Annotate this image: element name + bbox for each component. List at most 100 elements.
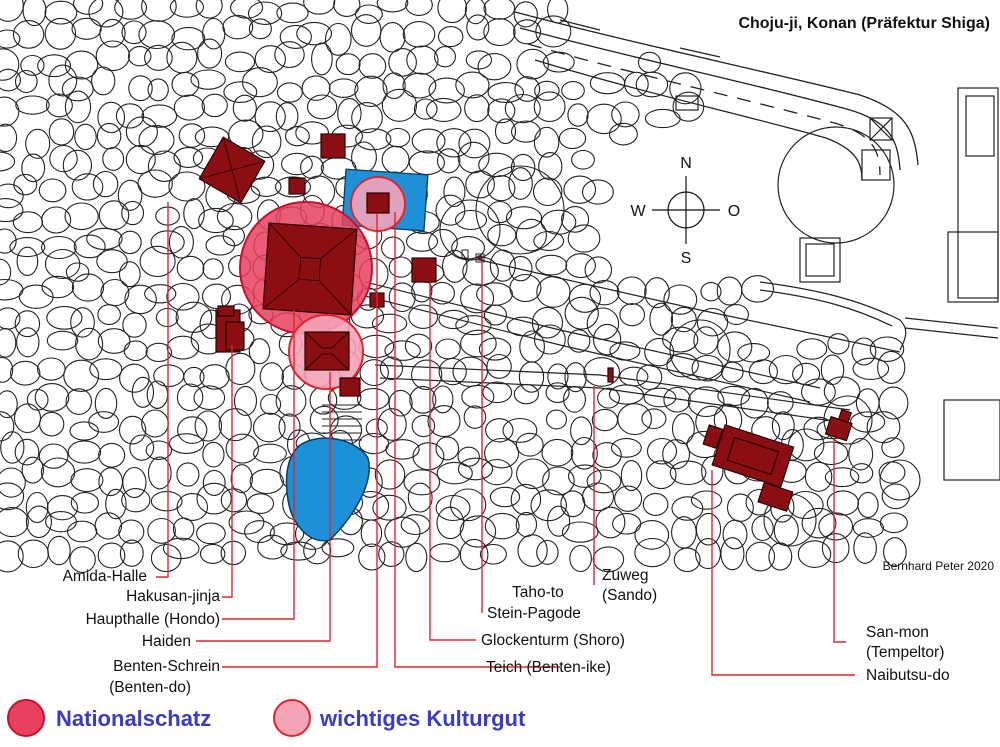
tree-crown: [462, 256, 499, 287]
tree-crown: [883, 537, 907, 567]
tree-crown: [121, 488, 151, 513]
tree-crown: [388, 48, 417, 77]
legend-national-treasure-swatch: [7, 699, 45, 737]
tree-crown: [355, 128, 392, 151]
tree-crown: [533, 230, 565, 252]
tree-crown: [541, 438, 574, 467]
tree-crown: [280, 541, 317, 561]
tree-crown: [123, 340, 148, 362]
tree-crown: [9, 360, 41, 386]
small-gate-zuweg: [607, 367, 614, 383]
tree-crown: [533, 126, 560, 158]
tree-crown: [358, 334, 395, 359]
label-naibutsu-do: Naibutsu-do: [866, 667, 950, 684]
tree-crown: [70, 468, 104, 493]
tree-crown: [178, 123, 206, 148]
tree-crown: [49, 144, 78, 173]
tree-crown: [513, 1, 538, 28]
tree-crown: [65, 388, 93, 415]
tree-crown: [437, 0, 468, 24]
tree-crown: [592, 323, 622, 356]
label-benten-shrine: Benten-Schrein: [113, 658, 220, 675]
tree-crown: [138, 20, 176, 50]
tree-crown: [429, 543, 460, 563]
tree-crown: [257, 534, 288, 560]
tree-crown: [690, 490, 723, 510]
tree-crown: [86, 227, 123, 251]
tree-crown: [570, 436, 598, 470]
tree-crown: [73, 234, 106, 259]
tree-crown: [88, 0, 124, 28]
tree-crown: [641, 408, 667, 430]
tree-crown: [570, 416, 593, 446]
tree-crown: [216, 202, 253, 231]
tree-crown: [530, 489, 567, 522]
tree-crown: [545, 409, 568, 430]
tree-crown: [517, 534, 548, 567]
tree-crown: [195, 0, 223, 19]
tree-crown: [624, 71, 649, 97]
tree-crown: [46, 305, 83, 330]
tree-crown: [351, 102, 383, 134]
tree-crown: [124, 284, 157, 315]
tree-crown: [687, 386, 725, 418]
tree-crown: [672, 91, 705, 122]
tree-crown: [388, 282, 416, 313]
tree-crown: [15, 95, 50, 115]
tree-crown: [455, 71, 490, 99]
tree-crown: [796, 338, 828, 360]
tree-crown: [328, 78, 359, 98]
tree-crown: [666, 353, 699, 378]
tree-crown: [619, 303, 646, 327]
tree-crown: [586, 307, 620, 340]
tree-crown: [358, 543, 386, 571]
map-legend: Nationalschatz wichtiges Kulturgut: [7, 699, 526, 737]
tree-crown: [358, 53, 387, 79]
tree-crown: [199, 364, 230, 390]
tree-crown: [228, 119, 264, 150]
tree-crown: [405, 231, 439, 252]
tree-crown: [168, 433, 205, 454]
tree-crown: [232, 94, 257, 122]
tree-crown: [37, 54, 72, 78]
tree-crown: [381, 145, 410, 174]
tree-crown: [13, 403, 42, 434]
tree-crown: [581, 179, 614, 205]
tree-crown: [34, 383, 70, 412]
tree-crown: [377, 408, 407, 441]
tree-crown: [95, 40, 130, 72]
tree-crown: [857, 491, 879, 518]
tree-crown: [22, 0, 47, 27]
tree-crown: [700, 282, 722, 302]
temple-buildings: [198, 133, 853, 512]
tree-crown: [571, 149, 595, 170]
tree-crown: [183, 198, 205, 230]
tree-crown: [144, 44, 173, 71]
tree-crown: [877, 350, 906, 384]
tree-crown: [564, 296, 599, 330]
stairs: [322, 404, 362, 441]
tree-crown: [413, 98, 438, 120]
haiden: [304, 331, 350, 371]
tree-crown: [0, 411, 15, 442]
tree-crown: [102, 146, 125, 171]
tree-crown: [508, 167, 533, 200]
tree-crown: [881, 437, 905, 458]
tree-crown: [673, 547, 701, 573]
tree-crown: [0, 0, 24, 22]
tree-crown: [92, 170, 119, 198]
tree-crown: [25, 505, 52, 539]
tree-crown: [464, 94, 490, 123]
tree-crown: [586, 103, 622, 135]
tree-crown: [443, 176, 466, 208]
tree-crown: [568, 283, 602, 313]
tree-crown: [695, 512, 722, 546]
tree-crown: [460, 283, 495, 314]
tree-crown: [671, 496, 704, 521]
tree-crown: [47, 535, 71, 566]
tree-crown: [0, 183, 24, 209]
tree-crown: [463, 405, 487, 429]
tree-crown: [372, 494, 407, 521]
tree-crown: [356, 388, 390, 411]
tree-crown: [671, 516, 697, 549]
